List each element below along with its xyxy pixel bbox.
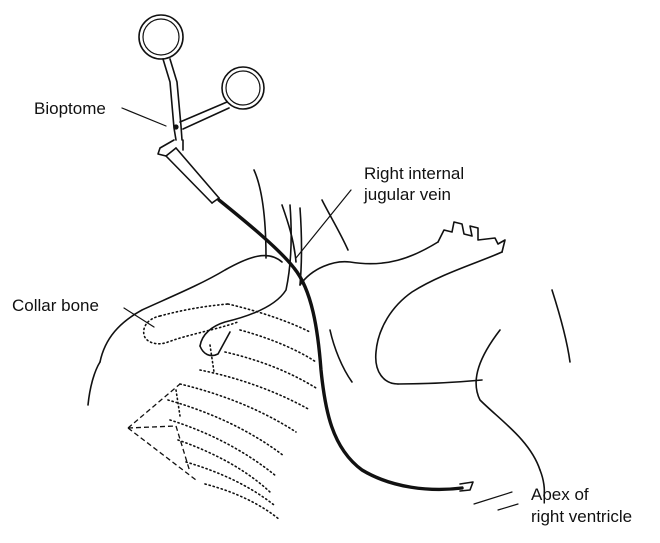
label-jugular-line1: Right internal <box>364 163 464 184</box>
jugular-vein <box>200 205 570 496</box>
label-bioptome: Bioptome <box>34 98 106 119</box>
bioptome-hinge <box>173 124 178 129</box>
collar-bone <box>144 304 238 344</box>
label-apex-line1: Apex of <box>531 484 589 505</box>
leader-jugular <box>296 190 351 258</box>
bioptome-lower-ring <box>222 67 264 109</box>
bioptome-upper-ring <box>139 15 183 59</box>
sternum-dashes <box>128 384 196 480</box>
label-collar-bone: Collar bone <box>12 295 99 316</box>
ribs <box>168 304 316 520</box>
bioptome-instrument <box>139 15 264 203</box>
label-jugular-line2: jugular vein <box>364 184 451 205</box>
leader-bioptome <box>122 108 166 126</box>
label-apex-line2: right ventricle <box>531 506 632 527</box>
leader-apex <box>474 492 512 504</box>
body-outline <box>88 170 348 405</box>
catheter <box>219 200 462 489</box>
